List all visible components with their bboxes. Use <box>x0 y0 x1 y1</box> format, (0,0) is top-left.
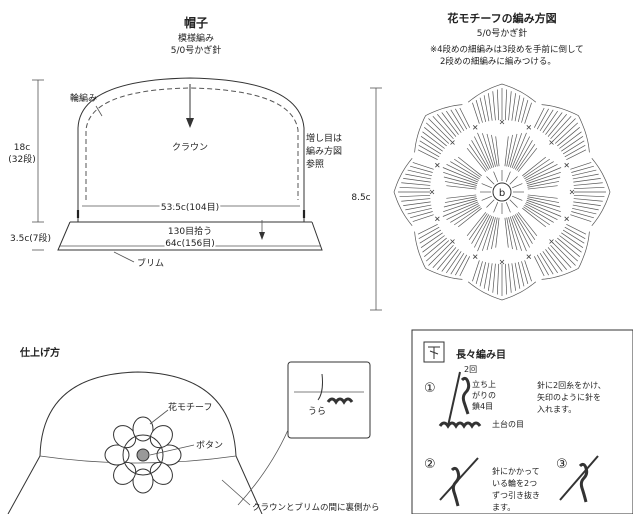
step1-base-label: 土台の目 <box>492 419 524 429</box>
step2-number: ② <box>424 457 436 472</box>
motif-diagram: 花モチーフの編み方図 5/0号かぎ針 ※4段めの細編みは3段めを手前に倒して 2… <box>351 11 611 311</box>
increase-note-1: 増し目は <box>306 132 342 144</box>
crown-inner-dash <box>85 87 299 200</box>
crown-outline <box>77 77 305 222</box>
flower-inner-ring <box>122 434 164 476</box>
step1-hook <box>447 371 461 427</box>
ring-leader <box>95 105 103 117</box>
detail-thread <box>317 373 323 401</box>
detail-stitches <box>326 397 354 405</box>
crown-arrow-head <box>186 118 194 128</box>
hat-title: 帽子 <box>184 15 208 30</box>
hat-diagram: 帽子 模様編み 5/0号かぎ針 クラウン 輪編み 増し目は 編み方図 参照 18… <box>8 15 342 269</box>
brim-outline <box>57 221 323 251</box>
hat-pattern-label: 模様編み <box>178 32 214 44</box>
motif-center-ring <box>492 182 512 202</box>
finished-brim-outline <box>7 455 263 514</box>
step1-side-2: がりの <box>472 390 496 400</box>
step2-text-1: 針にかかって <box>492 466 540 476</box>
step3-loops <box>578 462 589 503</box>
finished-crown-seam <box>39 455 237 464</box>
step2-text-3: ずつ引き抜き <box>492 490 540 500</box>
finish-motif-leader <box>149 409 169 425</box>
finished-flower-motif <box>104 416 182 494</box>
motif-size-value: 8.5c <box>351 193 370 203</box>
finish-title: 仕上げ方 <box>19 346 60 359</box>
pickup-arrow-head <box>259 232 265 240</box>
step2-text-4: ます。 <box>492 503 515 512</box>
detail-back-label: うら <box>308 406 326 417</box>
motif-hook-label: 5/0号かぎ針 <box>477 27 528 39</box>
step1-chain <box>438 421 482 429</box>
crown-width-value: 53.5c(104目) <box>161 202 219 213</box>
step3-hook <box>559 455 599 501</box>
finish-bottom-leader <box>221 479 251 506</box>
step1-text-2: 矢印のように針を <box>537 392 601 402</box>
height-brim-value: 3.5c(7段) <box>10 232 51 244</box>
step1-top-label: 2回 <box>464 365 477 374</box>
increase-note-3: 参照 <box>306 158 324 170</box>
ring-label: 輪編み <box>70 92 97 104</box>
height-crown-rows: (32段) <box>8 153 35 165</box>
detail-pointer <box>237 429 289 506</box>
pickup-label: 130目拾う <box>168 225 212 237</box>
increase-note-2: 編み方図 <box>306 145 342 157</box>
motif-center-label: b <box>499 188 505 199</box>
brim-label: ブリム <box>137 257 164 269</box>
finish-bottom-note: クラウンとブリムの間に裏側から <box>252 502 380 513</box>
height-crown-value: 18c <box>14 143 30 153</box>
hat-hook-label: 5/0号かぎ針 <box>171 44 222 56</box>
step1-text-1: 針に2回糸をかけ、 <box>537 380 606 390</box>
finish-button-leader <box>149 444 195 456</box>
legend-panel: 長々編み目 ① 2回 立ち上 がりの 鎖4目 針に2回糸をかけ、 矢印のように針… <box>411 329 633 514</box>
step1-side-1: 立ち上 <box>472 379 496 389</box>
brim-leader <box>113 251 135 263</box>
crown-label: クラウン <box>172 142 208 153</box>
step2-loops <box>450 466 461 507</box>
motif-title: 花モチーフの編み方図 <box>447 11 556 25</box>
motif-note-2: 2段めの細編みに編みつける。 <box>440 56 556 67</box>
finish-motif-label: 花モチーフ <box>168 401 212 413</box>
treble-symbol-icon <box>428 346 440 359</box>
step1-turning-chain <box>460 376 471 415</box>
finish-button-label: ボタン <box>196 440 223 451</box>
motif-note-1: ※4段めの細編みは3段めを手前に倒して <box>430 44 584 55</box>
legend-title: 長々編み目 <box>456 348 506 361</box>
step1-side-3: 鎖4目 <box>472 401 493 411</box>
step1-number: ① <box>424 381 436 396</box>
motif-stitch-symbols <box>393 83 611 301</box>
flower-button <box>136 448 150 462</box>
step3-number: ③ <box>556 457 568 472</box>
finish-diagram: 仕上げ方 花モチーフ ボタン クラウンとブリムの間に裏側から うら <box>7 346 380 514</box>
finished-crown-outline <box>39 371 237 457</box>
brim-width-value: 64c(156目) <box>165 238 215 249</box>
step1-text-3: 入れます。 <box>537 405 576 414</box>
step2-text-2: いる輪を2つ <box>492 478 537 488</box>
